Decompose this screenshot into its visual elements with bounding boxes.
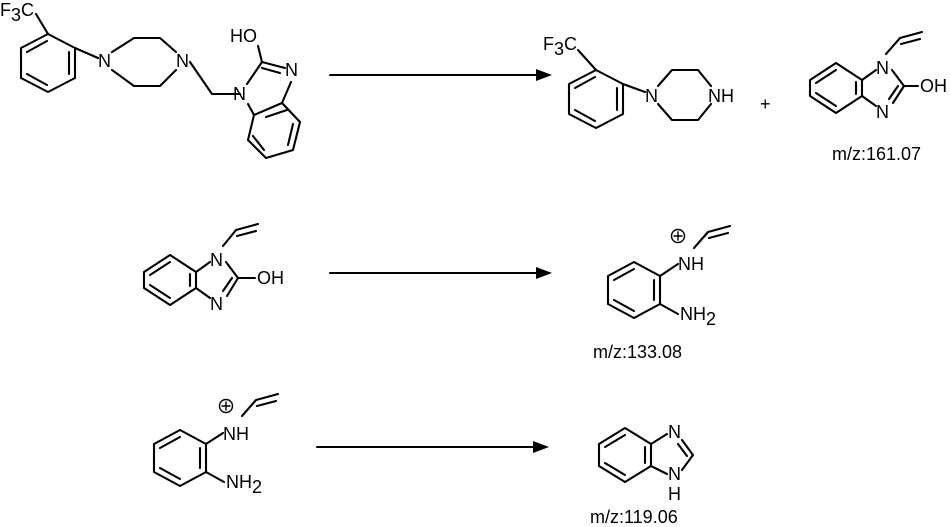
imidazole-ring xyxy=(680,438,695,472)
bond xyxy=(204,470,226,484)
aromatic-bond xyxy=(573,108,597,123)
benzimidazole-n1: N xyxy=(876,58,889,78)
aromatic-bond xyxy=(612,298,636,313)
aromatic-bond xyxy=(158,466,182,481)
benzene-ring xyxy=(808,61,864,115)
bond xyxy=(576,48,598,72)
bond xyxy=(73,46,100,60)
reaction-3-reactant-structure: NH NH2 xyxy=(152,392,280,497)
mz-label-161: m/z:161.07 xyxy=(832,144,921,164)
reaction-1-coproduct-structure: N OH N xyxy=(808,30,947,122)
aromatic-bond xyxy=(573,75,597,90)
reaction-2-reactant-structure: N OH N xyxy=(142,222,284,314)
benzimidazole-n1: N xyxy=(668,464,681,484)
benzene-ring xyxy=(606,260,662,320)
bond xyxy=(204,431,225,446)
aromatic-bond xyxy=(603,461,627,477)
benzene-ring xyxy=(246,101,302,160)
mz-label-119: m/z:119.06 xyxy=(590,507,678,527)
benzimidazolone-n3: N xyxy=(285,60,298,80)
piperazine-nh: NH xyxy=(708,86,734,106)
cf3-label: F3C xyxy=(543,34,577,59)
vinyl-group xyxy=(884,30,924,56)
aromatic-bond xyxy=(612,267,636,282)
piperazine-ring xyxy=(656,68,713,88)
vinyl-double-bond xyxy=(235,229,258,238)
double-bond xyxy=(260,66,282,75)
reaction-1: F3C N N N N HO xyxy=(0,0,947,164)
bond xyxy=(860,94,878,108)
bond xyxy=(280,80,293,105)
piperazine-n-aryl: N xyxy=(645,86,658,106)
reaction-1-product-structure: F3C N NH xyxy=(543,34,734,130)
bond xyxy=(34,12,50,36)
reaction-2-product-structure: NH NH2 xyxy=(606,224,732,329)
reaction-3-product-structure: N N H xyxy=(597,422,695,504)
reaction-1-reactant-structure: F3C N N N N HO xyxy=(0,0,302,160)
amine-nh: NH xyxy=(223,424,249,444)
benzimidazole-n3: N xyxy=(876,102,889,122)
reaction-arrow-3 xyxy=(315,441,549,453)
bond xyxy=(194,286,212,300)
vinyl-group xyxy=(240,392,280,418)
mz-label-133: m/z:133.08 xyxy=(593,342,682,362)
double-bond xyxy=(887,84,900,101)
bond xyxy=(658,262,680,278)
reaction-3: NH NH2 N N H m/z:119.06 xyxy=(152,392,695,527)
cf3-label: F3C xyxy=(0,0,34,25)
piperazine-n-aryl: N xyxy=(98,51,111,71)
piperazine-ring xyxy=(110,68,178,88)
bond xyxy=(194,260,212,274)
aromatic-bond xyxy=(251,134,266,152)
vinyl-double-bond xyxy=(899,37,922,46)
aromatic-bond xyxy=(814,91,838,108)
plus-sign: + xyxy=(760,94,771,114)
aromatic-bond xyxy=(148,283,172,300)
hydroxyl-label: OH xyxy=(920,76,947,96)
vinyl-double-bond xyxy=(255,399,278,408)
piperazine-ring xyxy=(656,102,713,122)
amine-nh2: NH2 xyxy=(680,304,716,329)
ethyl-linker xyxy=(188,60,242,96)
aromatic-bond xyxy=(25,72,49,87)
vinyl-group xyxy=(221,222,260,248)
benzimidazole-n3: N xyxy=(668,422,681,442)
hydroxyl-label: OH xyxy=(257,268,284,288)
phenyl-ring xyxy=(567,68,625,130)
double-bond xyxy=(221,276,234,293)
reaction-2: N OH N NH xyxy=(142,222,732,362)
hydroxyl-label: HO xyxy=(230,26,257,46)
aromatic-bond xyxy=(814,68,838,85)
benzimidazole-h: H xyxy=(668,484,681,504)
bond xyxy=(649,464,669,476)
bond xyxy=(658,302,680,316)
phenyl-ring xyxy=(19,32,77,94)
bond xyxy=(860,68,878,82)
reaction-arrow-1 xyxy=(328,69,552,81)
vinyl-double-bond xyxy=(707,231,730,240)
vinyl-group xyxy=(692,224,732,250)
double-bond xyxy=(676,442,689,458)
benzimidazole-n3: N xyxy=(210,294,223,314)
aromatic-bond xyxy=(286,122,295,147)
reaction-arrow-2 xyxy=(328,267,552,279)
aromatic-bond xyxy=(603,433,627,449)
bond xyxy=(621,82,647,94)
amine-nh2: NH2 xyxy=(226,472,262,497)
aromatic-bond xyxy=(158,435,182,450)
bond xyxy=(246,102,256,117)
benzene-ring xyxy=(142,253,198,307)
aromatic-bond xyxy=(25,39,49,54)
bond xyxy=(649,432,669,446)
aromatic-bond xyxy=(148,260,172,277)
piperazine-n-alkyl: N xyxy=(176,51,189,71)
benzimidazolone-n1: N xyxy=(233,84,246,104)
bond xyxy=(256,44,264,64)
benzimidazole-n1: N xyxy=(210,250,223,270)
piperazine-ring xyxy=(110,36,178,54)
amine-nh: NH xyxy=(678,254,704,274)
benzene-ring xyxy=(152,428,208,488)
aromatic-bond xyxy=(264,108,289,119)
